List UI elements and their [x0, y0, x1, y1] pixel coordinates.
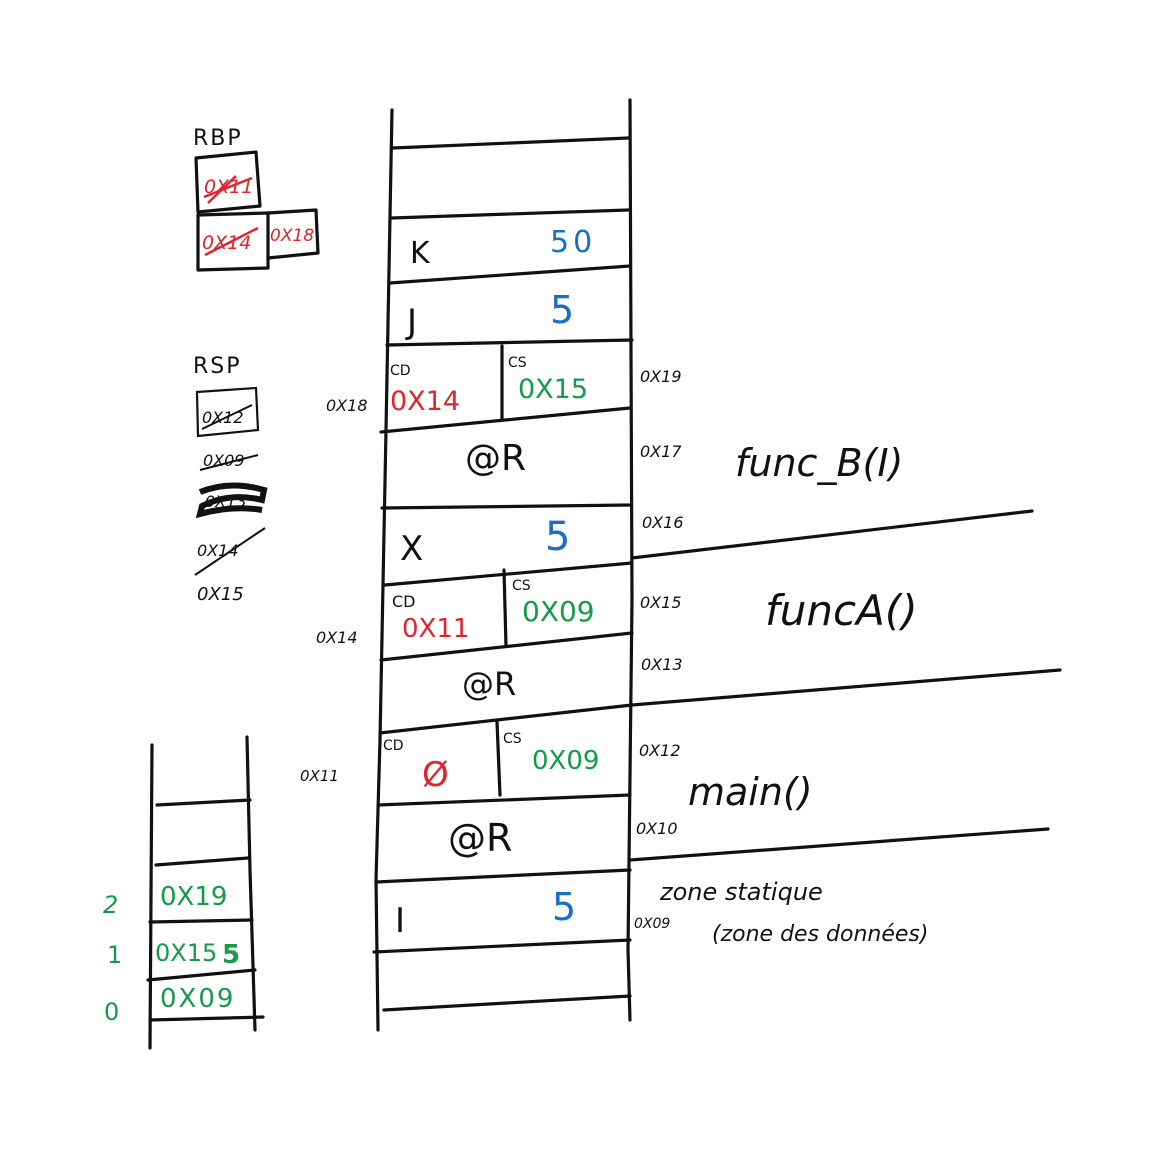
frame-separators: [628, 509, 1062, 862]
var-value-i: 5: [552, 885, 576, 929]
svg-text:0X14: 0X14: [197, 541, 239, 560]
stack-row-return-main: @R 0X10: [448, 816, 678, 860]
right-address: 0X12: [639, 741, 681, 760]
cd-value-null: Ø: [422, 755, 449, 795]
return-address: @R: [462, 665, 516, 703]
stack-row-return-b: @R 0X17: [465, 438, 682, 479]
var-name-i: I: [395, 901, 405, 941]
small-stack-index: 1: [107, 941, 122, 969]
static-zone-sublabel: (zone des données): [712, 922, 928, 947]
stack-row-i: I 5 0X09: [395, 885, 670, 941]
svg-text:0X09: 0X09: [203, 451, 245, 470]
right-address: 0X19: [640, 367, 682, 386]
small-stack-overwrite: 5: [222, 940, 240, 970]
small-stack-index: 2: [103, 891, 118, 919]
return-address: @R: [448, 816, 512, 860]
stack-row-saved-context-a: CD 0X11 CS 0X09 0X14 0X15: [316, 578, 682, 647]
stack-row-k: K 50: [410, 225, 596, 271]
cs-value: 0X15: [518, 374, 588, 405]
svg-text:0X12: 0X12: [202, 408, 244, 427]
var-value-x: 5: [545, 514, 570, 560]
cd-label: CD: [390, 363, 411, 379]
return-address: @R: [465, 438, 526, 479]
small-stack-row-2: 2 0X19: [103, 882, 227, 919]
var-name-j: J: [405, 302, 417, 342]
rbp-label: RBP: [193, 126, 243, 151]
small-stack-row-0: 0 0X09: [104, 984, 235, 1026]
cd-value: 0X11: [402, 614, 469, 644]
static-zone-label: zone statique: [659, 878, 823, 906]
function-label-func-b: func_B(I): [735, 441, 903, 485]
small-stack-index: 0: [104, 998, 119, 1026]
var-value-j: 5: [550, 288, 574, 332]
rsp-current-value: 0X15: [197, 584, 244, 605]
small-stack: [146, 735, 265, 1050]
right-address: 0X16: [642, 513, 684, 532]
cd-label: CD: [383, 738, 404, 754]
rsp-register: RSP 0X12 0X09 0X13 0X14 0X15: [193, 354, 268, 605]
right-address: 0X17: [640, 442, 682, 461]
rbp-register: RBP 0X11 0X14 0X18: [193, 126, 320, 272]
cd-label: CD: [392, 592, 416, 611]
left-address: 0X14: [316, 628, 358, 647]
rbp-crossed-value-2: 0X14: [202, 226, 259, 257]
small-stack-value: 0X15: [155, 939, 217, 967]
main-stack: [372, 98, 634, 1032]
stack-row-return-a: @R 0X13: [462, 655, 683, 703]
left-address: 0X18: [326, 396, 368, 415]
rsp-crossed-value-4: 0X14: [194, 527, 266, 576]
cd-value: 0X14: [390, 386, 460, 417]
var-name-k: K: [410, 236, 431, 271]
cs-label: CS: [508, 355, 527, 371]
rbp-crossed-value-1: 0X11: [203, 175, 253, 204]
small-stack-row-1: 1 0X15 5: [107, 939, 240, 970]
small-stack-value: 0X09: [160, 984, 235, 1014]
small-stack-value: 0X19: [160, 882, 227, 912]
rsp-crossed-value-1: 0X12: [201, 404, 253, 430]
stack-row-saved-context-b: CD 0X14 CS 0X15 0X18 0X19: [326, 355, 682, 417]
right-address: 0X09: [634, 916, 670, 932]
right-address: 0X13: [641, 655, 683, 674]
cs-label: CS: [503, 731, 522, 747]
rsp-crossed-value-3: 0X13: [195, 482, 268, 519]
right-address: 0X10: [636, 819, 678, 838]
rbp-current-value: 0X18: [270, 226, 314, 246]
rsp-label: RSP: [193, 354, 242, 379]
stack-row-j: J 5: [405, 288, 574, 342]
right-address: 0X15: [640, 593, 682, 612]
rsp-crossed-value-2: 0X09: [199, 451, 259, 471]
cs-value: 0X09: [522, 595, 595, 628]
stack-row-saved-context-main: CD Ø CS 0X09 0X11 0X12: [300, 731, 681, 795]
cs-label: CS: [512, 578, 531, 594]
stack-row-x: X 5 0X16: [400, 513, 684, 569]
left-address: 0X11: [300, 767, 339, 785]
var-name-x: X: [400, 529, 423, 569]
function-label-func-a: funcA(): [765, 586, 918, 635]
var-value-k: 50: [550, 225, 596, 260]
cs-value: 0X09: [532, 746, 599, 776]
function-label-main: main(): [688, 770, 813, 814]
